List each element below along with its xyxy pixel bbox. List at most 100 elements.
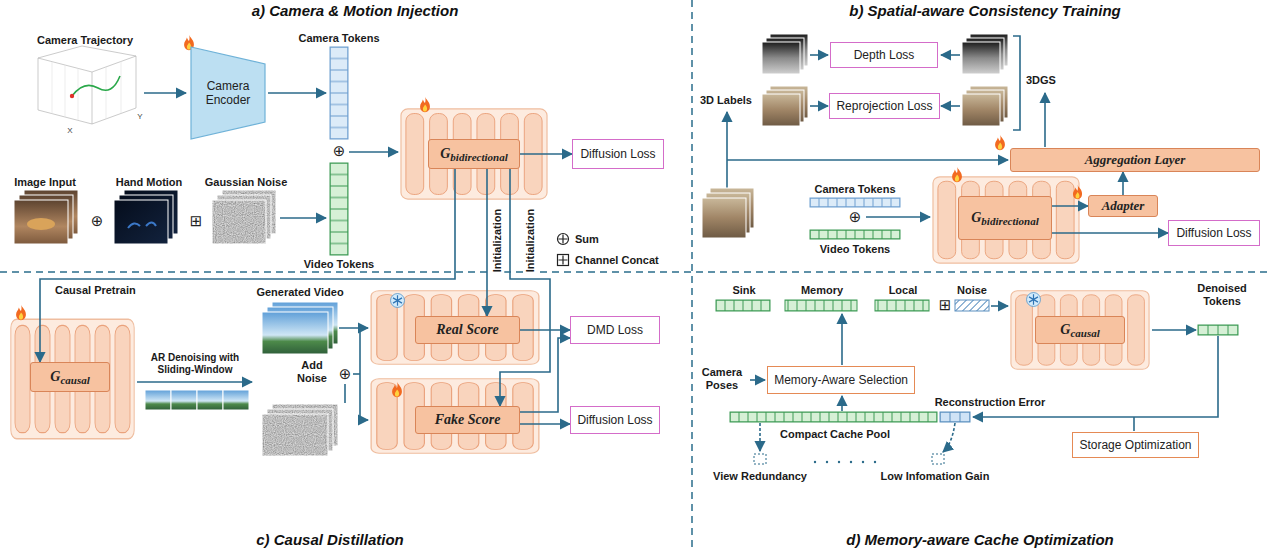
snowflake-icon (391, 294, 405, 308)
connector (520, 423, 570, 425)
text-label: Camera Tokens (814, 183, 895, 196)
node-label: G (1060, 322, 1070, 337)
new-cache-tokens (940, 412, 970, 422)
node-label: causal (1070, 327, 1099, 339)
camera-token-row (810, 198, 900, 207)
wire (137, 381, 252, 383)
node-text-group: Real Score (436, 322, 499, 338)
plus-mark (559, 256, 568, 265)
text-label: Gaussian Noise (205, 176, 288, 189)
plus-mark (559, 235, 568, 244)
node-text-group: DMD Loss (587, 323, 643, 337)
camera-encoder: Camera Encoder (190, 46, 266, 140)
node-label: causal (60, 374, 89, 386)
gaussian-noise-stack (212, 190, 276, 244)
node-label: G (971, 210, 981, 225)
node-text-group: Diffusion Loss (1176, 226, 1251, 240)
node-text-group: Aggregation Layer (1085, 152, 1186, 168)
text-label: 3D Labels (700, 94, 752, 107)
text-label: View Redundancy (713, 470, 807, 483)
connector (486, 169, 488, 316)
node-label: Storage Optimization (1079, 438, 1191, 452)
wire (991, 305, 1008, 307)
node-text-group: Gbidirectional (971, 210, 1039, 226)
camera-token-column (330, 47, 348, 139)
fire-icon (420, 97, 430, 112)
fire-icon (995, 135, 1005, 150)
node-label: Diffusion Loss (1176, 226, 1251, 240)
text-label: Camera Poses (697, 366, 747, 392)
score-box: Fake Score (415, 406, 520, 434)
removed-token (754, 454, 766, 464)
node-text-group: Storage Optimization (1079, 438, 1191, 452)
text-label: AR Denoising with Sliding-Window (138, 352, 253, 376)
node-label: Diffusion Loss (577, 413, 652, 427)
rgb-image-stack (762, 86, 1008, 126)
node-text-group: Reprojection Loss (836, 99, 932, 113)
node-label: Aggregation Layer (1085, 152, 1186, 167)
connector (1052, 205, 1088, 207)
removed-token (932, 454, 944, 464)
video-token-row (810, 230, 900, 239)
layer-box: Aggregation Layer (1010, 148, 1260, 172)
encoder-outline (191, 47, 265, 139)
node-label: Fake Score (435, 412, 501, 427)
node-text-group: Depth Loss (854, 48, 915, 62)
fire-icon (952, 167, 962, 182)
model-box: Gcausal (1035, 316, 1125, 344)
axis-label: Y (137, 112, 142, 121)
model-box: Gcausal (30, 362, 110, 392)
panel-title: b) Spatial-aware Consistency Training (849, 2, 1120, 20)
sum-symbol (558, 234, 569, 245)
text-label: Compact Cache Pool (780, 428, 890, 441)
node-text-group: Camera Encoder (199, 79, 257, 107)
connector (1122, 172, 1124, 195)
connector (1052, 232, 1168, 234)
noise-stack (262, 404, 338, 456)
text-label: Image Input (14, 176, 76, 189)
wire (280, 217, 326, 219)
panel-title: d) Memory-aware Cache Optimization (846, 531, 1114, 549)
model-box: Gbidirectional (958, 196, 1052, 240)
hand-motion-stack (114, 190, 178, 244)
text-label: Hand Motion (116, 176, 183, 189)
legend-item: Channel Concat (556, 253, 659, 267)
text-label: Reconstruction Error (935, 396, 1046, 409)
wire (339, 328, 368, 420)
text-label: Local (889, 284, 918, 297)
adapter-box: Adapter (1088, 195, 1158, 217)
operator-symbol: ⊕ (849, 209, 862, 225)
wire (1152, 329, 1196, 331)
text-label: Memory (801, 284, 843, 297)
fire-icon (1073, 185, 1082, 199)
video-frame-strip (145, 390, 249, 410)
operator-symbol: ⊞ (190, 213, 203, 229)
ellipsis-dots (814, 461, 876, 463)
node-label: bidirectional (981, 215, 1038, 227)
text-label: Add Noise (292, 359, 332, 385)
node-text-group: Diffusion Loss (580, 147, 655, 161)
node-text-group: Gcausal (50, 369, 89, 385)
panel-title: a) Camera & Motion Injection (252, 2, 459, 20)
model-block (1011, 291, 1149, 369)
node-text-group: Fake Score (435, 412, 501, 428)
model-block (371, 379, 539, 453)
operator-symbol: ⊕ (339, 366, 352, 382)
node-label: G (440, 146, 450, 161)
node-label: bidirectional (450, 151, 507, 163)
connector (520, 329, 570, 331)
cache-pool-tokens (730, 412, 937, 422)
operator-symbol: ⊕ (91, 213, 104, 229)
depth-image-stack (762, 34, 1008, 74)
divider (691, 0, 693, 552)
node-text-group: Gbidirectional (440, 146, 508, 162)
edge-label: Initialization (492, 207, 505, 273)
legend-text: Channel Concat (575, 254, 659, 266)
connector (520, 338, 570, 412)
node-label: Real Score (436, 322, 499, 337)
text-label: Video Tokens (304, 258, 375, 271)
connector (500, 169, 550, 406)
node-text-group: Memory-Aware Selection (774, 373, 908, 387)
